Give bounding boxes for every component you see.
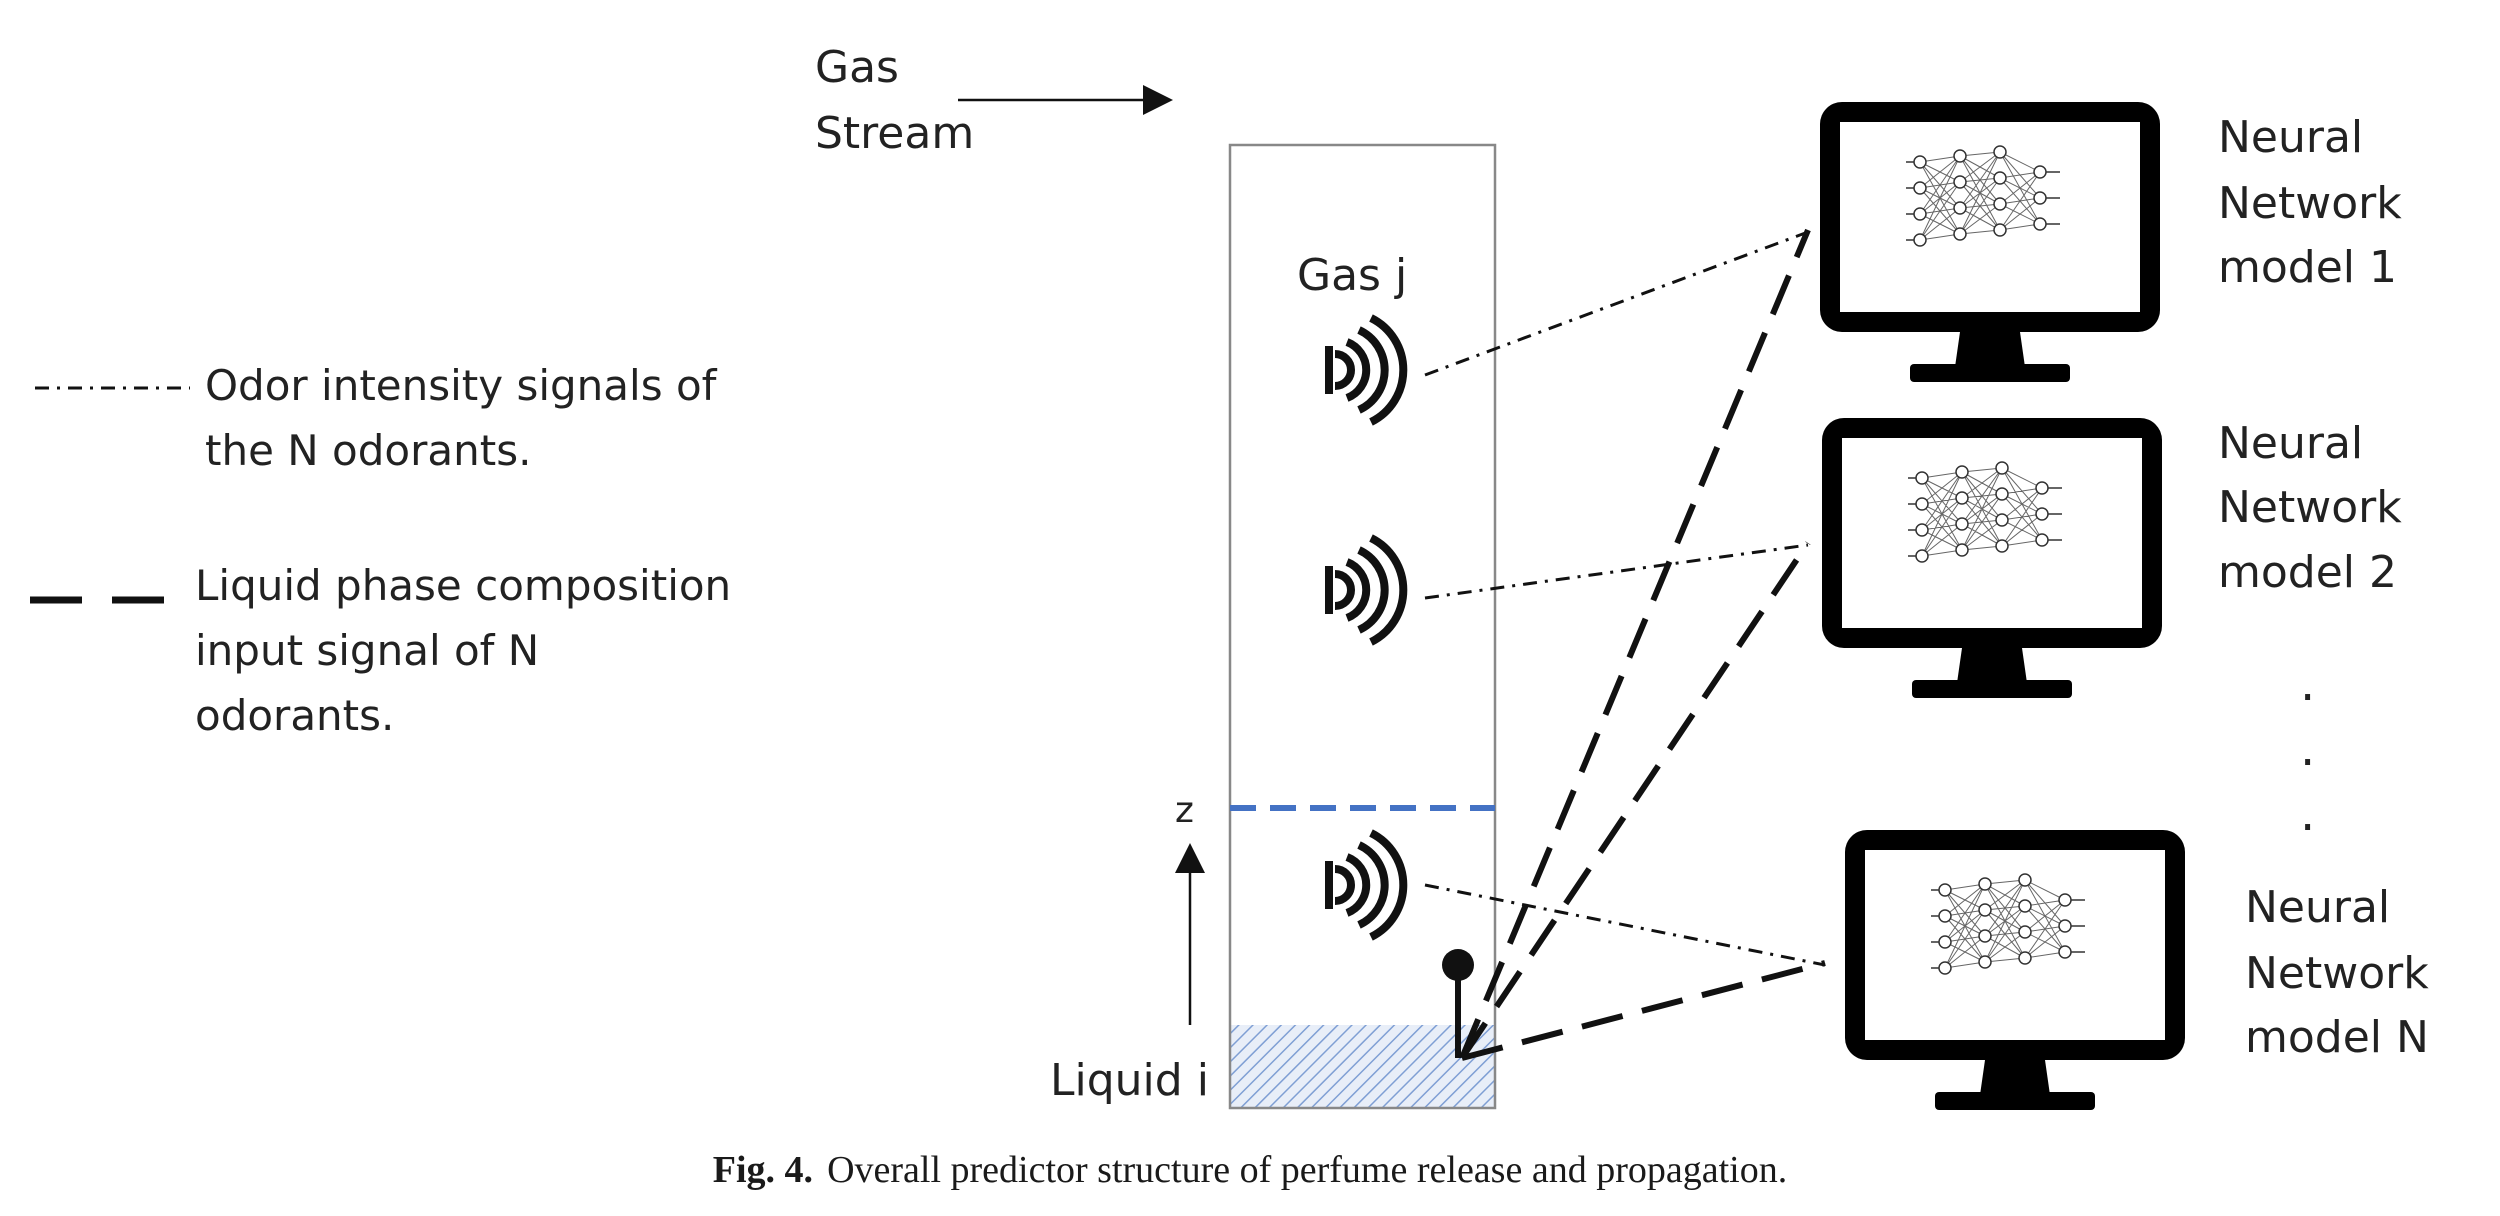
z-axis-label: z <box>1175 790 1194 831</box>
liquid-region <box>1230 1025 1495 1108</box>
liquid-signal-lines <box>1459 228 1826 1061</box>
legend-dashed-text-1: Liquid phase composition <box>195 561 731 610</box>
liquid-label: Liquid i <box>1050 1055 1209 1106</box>
odor-signal-lines <box>1424 230 1826 967</box>
model-1-label-3: model 1 <box>2218 242 2397 293</box>
model-1-label-2: Network <box>2218 178 2402 229</box>
model-2-label-3: model 2 <box>2218 547 2397 598</box>
legend-dashdot-text-1: Odor intensity signals of <box>205 361 718 410</box>
legend-dashed-text-2: input signal of N <box>195 626 539 675</box>
gas-label: Gas j <box>1297 250 1407 301</box>
ellipsis-dot: . <box>2300 786 2315 842</box>
liquid-probe-icon <box>1442 949 1474 1058</box>
computer-monitor-icon <box>1845 830 2185 1110</box>
model-1-label-1: Neural <box>2218 112 2363 163</box>
ellipsis-dot: . <box>2300 721 2315 777</box>
column-vessel <box>1228 143 1497 1110</box>
model-2-label-2: Network <box>2218 482 2402 533</box>
model-n-label-3: model N <box>2245 1012 2429 1063</box>
caption-text: Overall predictor structure of perfume r… <box>827 1149 1788 1191</box>
legend-dashed-text-3: odorants. <box>195 691 394 740</box>
legend: Odor intensity signals of the N odorants… <box>30 361 731 740</box>
model-2-label-1: Neural <box>2218 418 2363 469</box>
legend-dashdot-text-2: the N odorants. <box>205 426 531 475</box>
figure-caption: Fig. 4. Overall predictor structure of pe… <box>0 1148 2500 1192</box>
gas-sensor-icon <box>1325 538 1403 642</box>
model-n-label-2: Network <box>2245 948 2429 999</box>
computer-monitor-icon <box>1822 418 2162 698</box>
caption-label: Fig. 4. <box>712 1149 814 1191</box>
gas-stream-label-1: Gas <box>815 42 899 93</box>
computer-monitor-icon <box>1820 102 2160 382</box>
model-n-label-1: Neural <box>2245 882 2390 933</box>
ellipsis-dot: . <box>2300 656 2315 712</box>
gas-stream-label-2: Stream <box>815 108 974 159</box>
gas-sensor-icon <box>1325 833 1403 937</box>
gas-sensor-icon <box>1325 318 1403 422</box>
